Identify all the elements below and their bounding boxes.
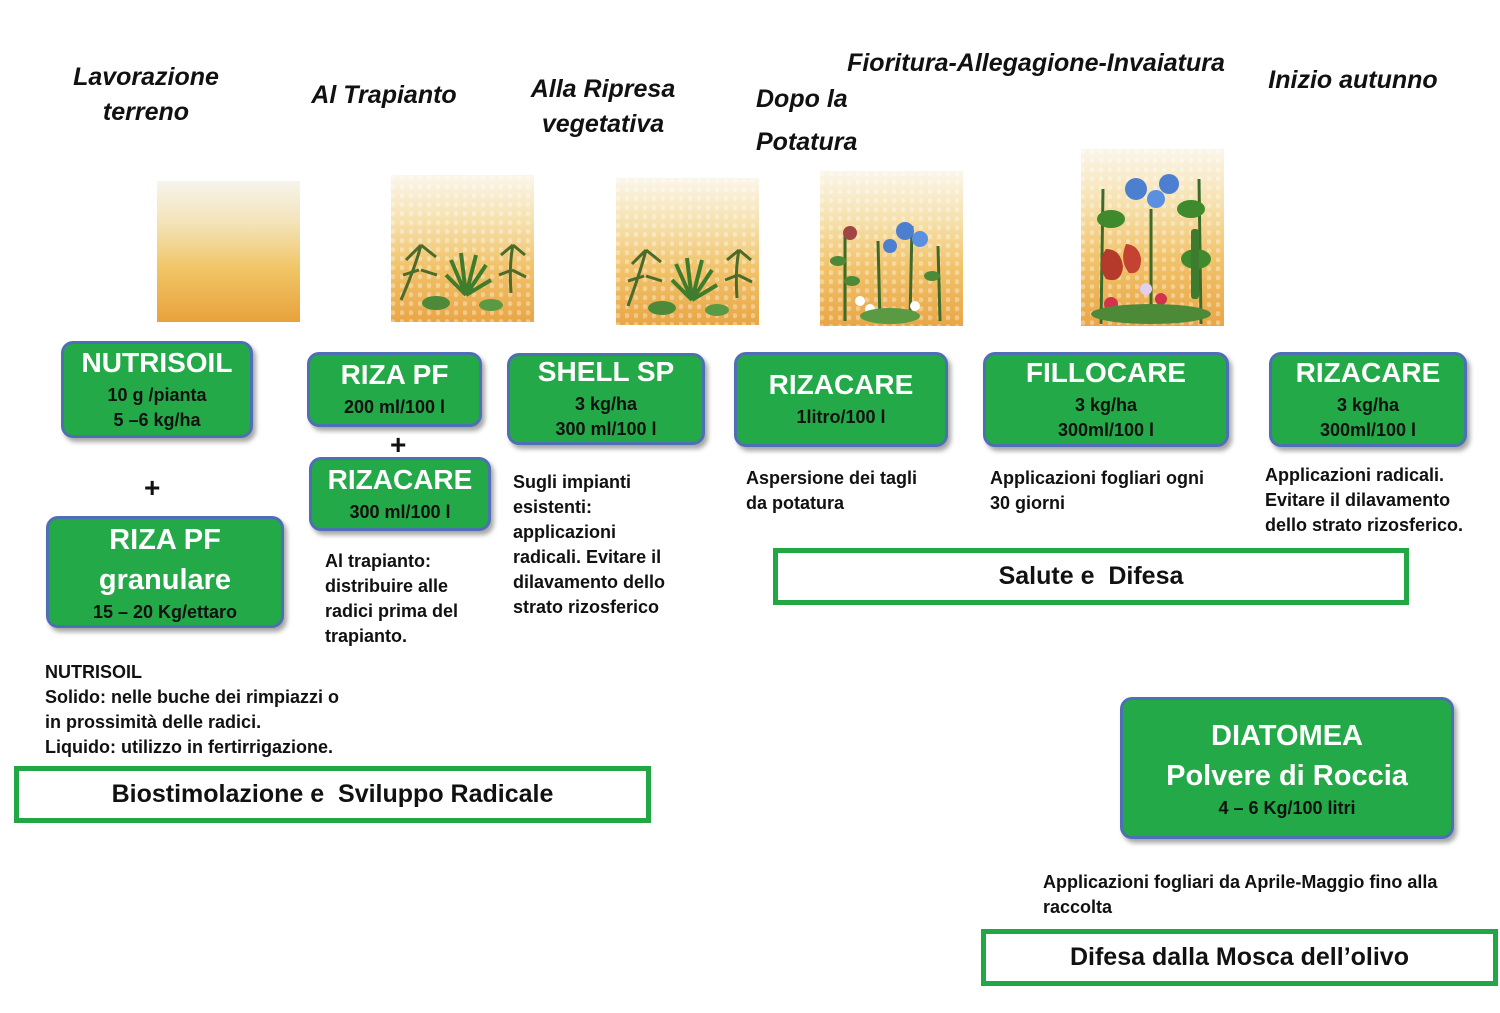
- description-line: da potatura: [746, 493, 845, 513]
- description-line: Al trapianto:: [325, 551, 431, 571]
- product-name: RIZACARE: [1295, 356, 1441, 388]
- product-name: RIZA PF: [109, 523, 221, 556]
- phase-line: Potatura: [756, 128, 858, 156]
- product-name: NUTRISOIL: [81, 346, 233, 378]
- description-line: esistenti:: [513, 497, 593, 517]
- phase-line: Alla Ripresa: [530, 75, 676, 103]
- fruiting-illustration: [1081, 149, 1224, 326]
- product-dose: 3 kg/ha: [574, 394, 638, 414]
- description-line: NUTRISOIL: [45, 662, 142, 682]
- phase-inizio-autunno: Inizio autunno: [1258, 63, 1448, 98]
- description-line: Applicazioni fogliari ogni: [990, 468, 1204, 488]
- description-line: in prossimità delle radici.: [45, 712, 262, 732]
- phase-fioritura: Fioritura-Allegagione-Invaiatura: [832, 46, 1240, 81]
- product-dose: 15 – 20 Kg/ettaro: [92, 601, 238, 622]
- product-name: DIATOMEA: [1211, 719, 1363, 752]
- description-line: radicali. Evitare il: [513, 547, 662, 567]
- description-line: Aspersione dei tagli: [746, 468, 918, 488]
- description-line: raccolta: [1043, 897, 1113, 917]
- product-dose: 5 –6 kg/ha: [113, 409, 201, 430]
- product-dose: 200 ml/100 l: [343, 397, 446, 417]
- product-name: RIZACARE: [327, 463, 473, 495]
- phase-line: Al Trapianto: [311, 81, 457, 109]
- product-name: Polvere di Roccia: [1166, 759, 1408, 792]
- product-fillocare: FILLOCARE 3 kg/ha 300ml/100 l: [983, 352, 1229, 447]
- product-nutrisoil: NUTRISOIL 10 g /pianta 5 –6 kg/ha: [61, 341, 253, 438]
- description-autunno: Applicazioni radicali. Evitare il dilava…: [1265, 463, 1463, 538]
- product-name: FILLOCARE: [1025, 356, 1187, 388]
- description-nutrisoil: NUTRISOIL Solido: nelle buche dei rimpia…: [45, 660, 339, 760]
- product-name: RIZA PF: [340, 359, 449, 390]
- band-difesa-mosca: Difesa dalla Mosca dell’olivo: [981, 929, 1498, 986]
- phase-ripresa-vegetativa: Alla Ripresa vegetativa: [518, 72, 688, 142]
- description-line: dello strato rizosferico.: [1265, 515, 1464, 535]
- description-line: Applicazioni fogliari da Aprile-Maggio f…: [1043, 872, 1438, 892]
- seedlings-illustration: [391, 175, 534, 322]
- product-shell-sp: SHELL SP 3 kg/ha 300 ml/100 l: [507, 353, 705, 445]
- product-dose: 3 kg/ha: [1074, 394, 1138, 415]
- description-line: distribuire alle: [325, 576, 449, 596]
- product-dose: 4 – 6 Kg/100 litri: [1218, 797, 1356, 818]
- description-line: Liquido: utilizzo in fertirrigazione.: [45, 737, 333, 757]
- phase-line: Lavorazione: [73, 63, 219, 91]
- description-shell: Sugli impianti esistenti: applicazioni r…: [513, 470, 665, 620]
- product-rizacare-potatura: RIZACARE 1litro/100 l: [734, 352, 948, 447]
- product-dose: 300 ml/100 l: [555, 419, 657, 439]
- product-name: granulare: [98, 563, 232, 596]
- description-line: dilavamento dello: [513, 572, 666, 592]
- phase-al-trapianto: Al Trapianto: [300, 78, 468, 113]
- description-line: radici prima del: [325, 601, 459, 621]
- phase-line: vegetativa: [541, 110, 665, 138]
- description-line: Applicazioni radicali.: [1265, 465, 1445, 485]
- description-potatura: Aspersione dei tagli da potatura: [746, 466, 917, 516]
- product-dose: 3 kg/ha: [1336, 394, 1400, 415]
- product-dose: 1litro/100 l: [796, 407, 886, 427]
- phase-line: Dopo la: [756, 85, 848, 113]
- product-rizacare-trapianto: RIZACARE 300 ml/100 l: [309, 457, 491, 531]
- description-line: trapianto.: [325, 626, 408, 646]
- product-name: RIZACARE: [768, 369, 914, 400]
- plus-sign: +: [390, 429, 407, 460]
- description-line: Solido: nelle buche dei rimpiazzi o: [45, 687, 340, 707]
- band-salute-difesa: Salute e Difesa: [773, 548, 1409, 605]
- product-name: SHELL SP: [537, 356, 675, 387]
- phase-line: terreno: [102, 98, 190, 126]
- product-dose: 10 g /pianta: [107, 384, 207, 405]
- phase-line: Inizio autunno: [1268, 66, 1438, 94]
- phase-lavorazione-terreno: Lavorazione terreno: [68, 60, 224, 130]
- product-riza-pf-granulare: RIZA PF granulare 15 – 20 Kg/ettaro: [46, 516, 284, 628]
- description-line: 30 giorni: [990, 493, 1066, 513]
- phase-dopo-potatura: Dopo la Potatura: [756, 78, 886, 164]
- description-trapianto: Al trapianto: distribuire alle radici pr…: [325, 549, 458, 649]
- flowering-illustration: [820, 171, 963, 326]
- product-dose: 300ml/100 l: [1057, 419, 1155, 440]
- plus-sign: +: [144, 472, 161, 503]
- description-fillocare: Applicazioni fogliari ogni 30 giorni: [990, 466, 1204, 516]
- phase-line: Fioritura-Allegagione-Invaiatura: [847, 49, 1225, 77]
- description-diatomea: Applicazioni fogliari da Aprile-Maggio f…: [1043, 870, 1437, 920]
- description-line: Evitare il dilavamento: [1265, 490, 1451, 510]
- description-line: Sugli impianti: [513, 472, 632, 492]
- product-diatomea: DIATOMEA Polvere di Roccia 4 – 6 Kg/100 …: [1120, 697, 1454, 839]
- seedlings-illustration: [616, 178, 759, 325]
- description-line: strato rizosferico: [513, 597, 660, 617]
- band-biostimolazione: Biostimolazione e Sviluppo Radicale: [14, 766, 651, 823]
- product-dose: 300 ml/100 l: [349, 501, 451, 522]
- description-line: applicazioni: [513, 522, 617, 542]
- product-dose: 300ml/100 l: [1319, 419, 1417, 440]
- bare-soil-illustration: [157, 181, 300, 322]
- product-rizacare-autunno: RIZACARE 3 kg/ha 300ml/100 l: [1269, 352, 1467, 447]
- product-riza-pf: RIZA PF 200 ml/100 l: [307, 352, 482, 427]
